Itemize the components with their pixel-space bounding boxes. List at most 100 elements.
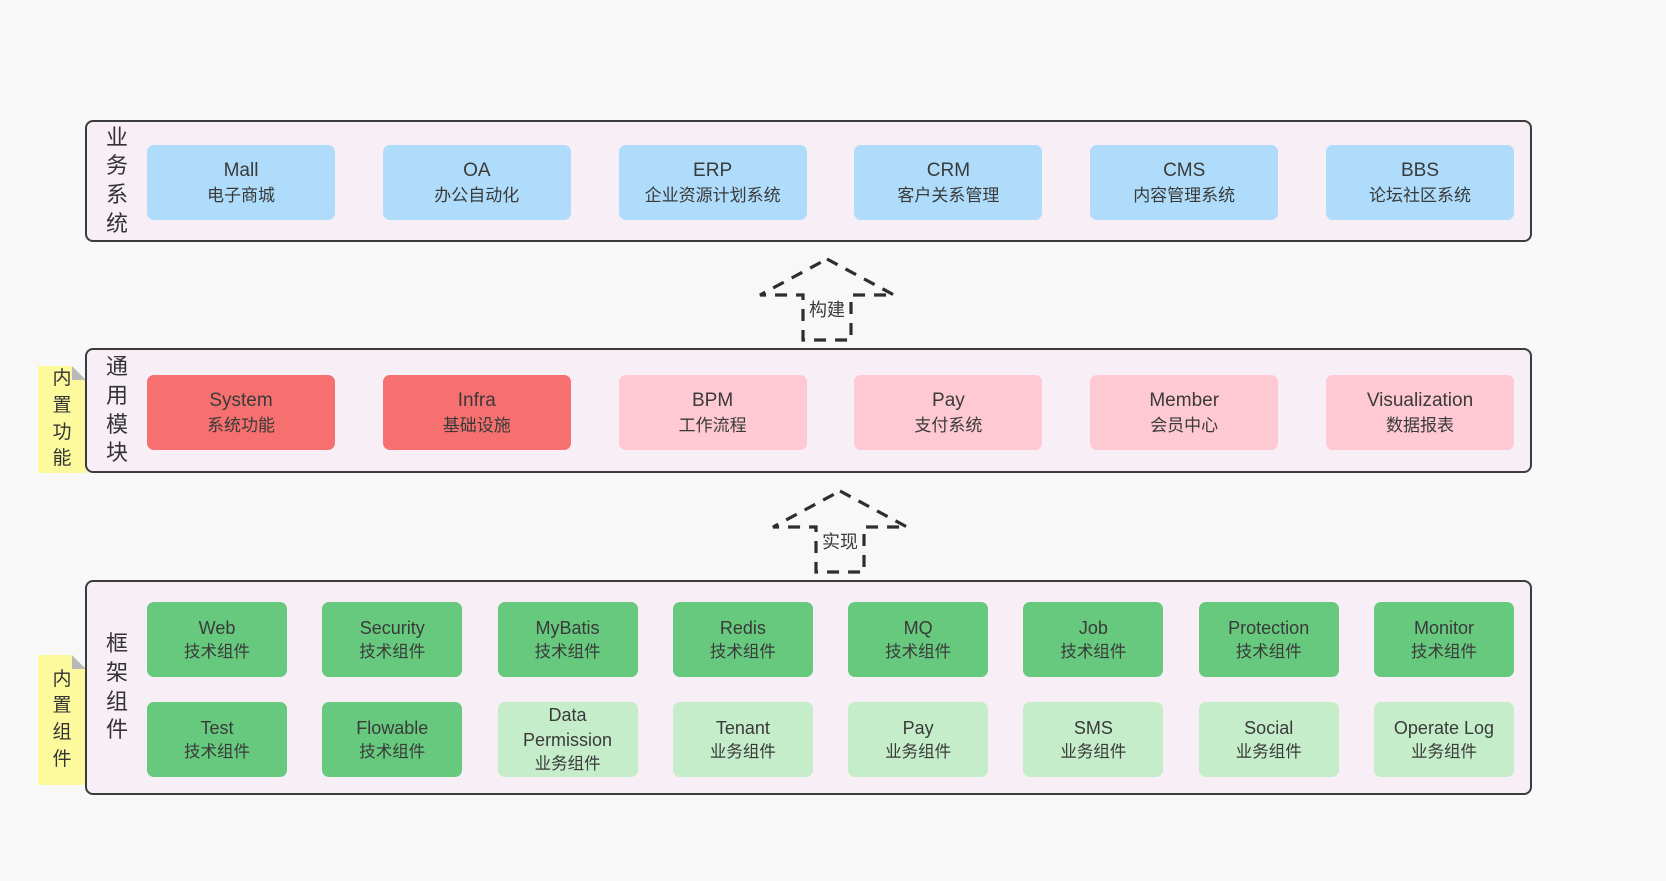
- box-subtitle: 会员中心: [1150, 415, 1219, 435]
- box-title: MyBatis: [535, 617, 600, 638]
- box-subtitle: 技术组件: [359, 742, 426, 761]
- box-subtitle: 工作流程: [678, 415, 747, 435]
- box-title: Data Permission: [523, 705, 613, 751]
- box-subtitle: 电子商城: [207, 185, 275, 205]
- box-title: Redis: [719, 617, 766, 638]
- box-title: Tenant: [715, 717, 770, 738]
- panel-common-modules: 通用模块 System 系统功能 Infra 基础设施 BPM 工作流程 Pay…: [85, 348, 1532, 473]
- box-subtitle: 业务组件: [534, 754, 601, 773]
- note-built-in-components: 内置组件: [38, 655, 86, 785]
- box-mq: MQ 技术组件: [848, 602, 989, 677]
- box-title: Social: [1244, 717, 1294, 738]
- panel-label-text: 框架组件: [105, 631, 128, 743]
- box-title: Operate Log: [1393, 717, 1494, 738]
- note-text: 内置组件: [52, 668, 72, 770]
- box-title: OA: [463, 159, 491, 181]
- box-subtitle: 技术组件: [534, 642, 601, 661]
- box-erp: ERP 企业资源计划系统: [618, 145, 807, 220]
- box-mybatis: MyBatis 技术组件: [497, 602, 638, 677]
- box-cms: CMS 内容管理系统: [1090, 145, 1279, 220]
- box-title: Mall: [223, 159, 259, 181]
- box-title: Member: [1149, 389, 1220, 411]
- box-subtitle: 技术组件: [1410, 642, 1477, 661]
- box-subtitle: 技术组件: [1060, 642, 1127, 661]
- box-sms: SMS 业务组件: [1023, 702, 1164, 777]
- box-title: Infra: [457, 389, 496, 411]
- box-title: Pay: [902, 717, 934, 738]
- box-title: Pay: [932, 389, 965, 411]
- box-title: Protection: [1228, 617, 1310, 638]
- box-title: Test: [200, 717, 234, 738]
- box-title: Visualization: [1366, 389, 1474, 411]
- box-monitor: Monitor 技术组件: [1373, 602, 1514, 677]
- box-test: Test 技术组件: [147, 702, 287, 777]
- box-subtitle: 技术组件: [184, 742, 250, 761]
- box-redis: Redis 技术组件: [672, 602, 813, 677]
- box-title: MQ: [903, 617, 933, 638]
- box-subtitle: 办公自动化: [434, 185, 520, 205]
- box-subtitle: 技术组件: [1235, 642, 1302, 661]
- box-title: Flowable: [356, 717, 429, 738]
- arrow-build-label: 构建: [806, 296, 848, 322]
- panel-business-systems: 业务系统 Mall 电子商城 OA 办公自动化 ERP 企业资源计划系统 CRM…: [85, 120, 1532, 242]
- box-subtitle: 支付系统: [914, 415, 983, 435]
- common-modules-row: System 系统功能 Infra 基础设施 BPM 工作流程 Pay 支付系统…: [147, 375, 1514, 450]
- tech-components-row: Web 技术组件 Security 技术组件 MyBatis 技术组件 Redi…: [147, 602, 1514, 677]
- box-subtitle: 企业资源计划系统: [644, 185, 781, 205]
- box-title: BPM: [692, 389, 734, 411]
- box-title: CMS: [1163, 159, 1206, 181]
- box-bbs: BBS 论坛社区系统: [1325, 145, 1514, 220]
- note-text: 内置功能: [52, 368, 72, 470]
- box-subtitle: 业务组件: [885, 742, 952, 761]
- panel-business-systems-label: 业务系统: [87, 122, 147, 240]
- box-mall: Mall 电子商城: [147, 145, 335, 220]
- biz-components-row: Test 技术组件 Flowable 技术组件 Data Permission …: [147, 702, 1514, 777]
- box-title: ERP: [693, 159, 733, 181]
- box-oa: OA 办公自动化: [382, 145, 571, 220]
- box-subtitle: 技术组件: [359, 642, 426, 661]
- box-subtitle: 系统功能: [207, 415, 275, 435]
- box-subtitle: 技术组件: [885, 642, 952, 661]
- box-infra: Infra 基础设施: [382, 375, 571, 450]
- arrow-build: 构建: [757, 255, 897, 343]
- box-title: Job: [1078, 617, 1108, 638]
- panel-framework-components-label: 框架组件: [87, 582, 147, 793]
- box-member: Member 会员中心: [1090, 375, 1279, 450]
- box-flowable: Flowable 技术组件: [322, 702, 463, 777]
- box-subtitle: 业务组件: [1060, 742, 1127, 761]
- box-job: Job 技术组件: [1023, 602, 1164, 677]
- box-title: Security: [359, 617, 425, 638]
- arrow-implement: 实现: [770, 487, 910, 575]
- box-system: System 系统功能: [147, 375, 335, 450]
- box-operate-log: Operate Log 业务组件: [1373, 702, 1514, 777]
- box-protection: Protection 技术组件: [1198, 602, 1339, 677]
- box-title: Monitor: [1413, 617, 1474, 638]
- panel-label-text: 业务系统: [105, 124, 128, 236]
- box-visualization: Visualization 数据报表: [1325, 375, 1514, 450]
- box-subtitle: 业务组件: [1235, 742, 1302, 761]
- panel-label-text: 通用模块: [105, 354, 128, 466]
- box-subtitle: 技术组件: [709, 642, 776, 661]
- business-systems-row: Mall 电子商城 OA 办公自动化 ERP 企业资源计划系统 CRM 客户关系…: [147, 145, 1514, 220]
- box-crm: CRM 客户关系管理: [854, 145, 1043, 220]
- box-web: Web 技术组件: [147, 602, 287, 677]
- box-title: BBS: [1400, 159, 1439, 181]
- box-subtitle: 基础设施: [442, 415, 511, 435]
- box-subtitle: 数据报表: [1385, 415, 1454, 435]
- box-subtitle: 内容管理系统: [1133, 185, 1236, 205]
- box-bpm: BPM 工作流程: [618, 375, 807, 450]
- box-social: Social 业务组件: [1198, 702, 1339, 777]
- box-pay-component: Pay 业务组件: [848, 702, 989, 777]
- box-data-permission: Data Permission 业务组件: [497, 702, 638, 777]
- arrow-implement-label: 实现: [819, 528, 861, 554]
- box-subtitle: 技术组件: [184, 642, 250, 661]
- box-subtitle: 论坛社区系统: [1368, 185, 1471, 205]
- box-tenant: Tenant 业务组件: [672, 702, 813, 777]
- box-subtitle: 客户关系管理: [897, 185, 1000, 205]
- panel-common-modules-label: 通用模块: [87, 350, 147, 471]
- note-built-in-features: 内置功能: [38, 366, 86, 473]
- box-title: CRM: [926, 159, 971, 181]
- panel-framework-components: 框架组件 Web 技术组件 Security 技术组件 MyBatis 技术组件…: [85, 580, 1532, 795]
- box-pay-module: Pay 支付系统: [854, 375, 1043, 450]
